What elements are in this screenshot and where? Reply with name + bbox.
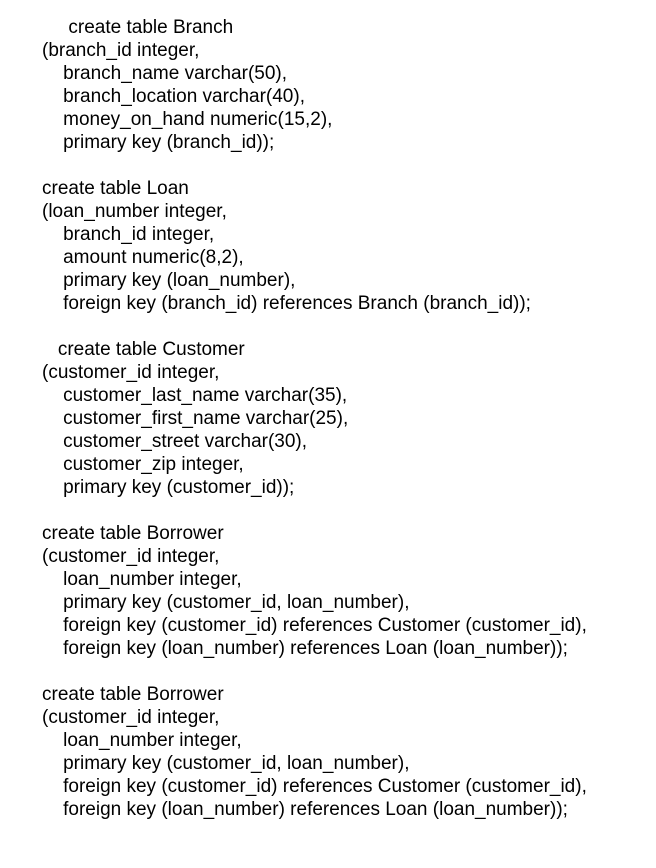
sql-line: (branch_id integer, <box>42 40 200 61</box>
sql-line: foreign key (branch_id) references Branc… <box>42 293 531 314</box>
sql-line: primary key (branch_id)); <box>42 132 275 153</box>
sql-block-create-loan: create table Loan (loan_number integer, … <box>42 177 656 315</box>
sql-line: primary key (customer_id, loan_number), <box>42 753 410 774</box>
sql-line: create table Borrower <box>42 523 224 544</box>
sql-line: branch_id integer, <box>42 224 215 245</box>
sql-line: foreign key (loan_number) references Loa… <box>42 638 568 659</box>
sql-line: create table Borrower <box>42 684 224 705</box>
sql-line: customer_last_name varchar(35), <box>42 385 348 406</box>
sql-line: foreign key (loan_number) references Loa… <box>42 799 568 820</box>
sql-line: foreign key (customer_id) references Cus… <box>42 776 587 797</box>
sql-line: (customer_id integer, <box>42 546 220 567</box>
sql-line: primary key (customer_id)); <box>42 477 295 498</box>
sql-line: create table Branch <box>42 17 234 38</box>
sql-line: branch_location varchar(40), <box>42 86 305 107</box>
sql-line: customer_first_name varchar(25), <box>42 408 349 429</box>
sql-block-create-branch: create table Branch (branch_id integer, … <box>42 16 656 154</box>
sql-document: create table Branch (branch_id integer, … <box>42 16 656 821</box>
sql-line: foreign key (customer_id) references Cus… <box>42 615 587 636</box>
sql-line: primary key (customer_id, loan_number), <box>42 592 410 613</box>
sql-block-create-customer: create table Customer (customer_id integ… <box>42 338 656 499</box>
sql-line: (customer_id integer, <box>42 362 220 383</box>
sql-line: money_on_hand numeric(15,2), <box>42 109 333 130</box>
sql-block-create-borrower: create table Borrower (customer_id integ… <box>42 522 656 660</box>
sql-line: amount numeric(8,2), <box>42 247 244 268</box>
sql-line: primary key (loan_number), <box>42 270 296 291</box>
sql-line: create table Customer <box>42 339 245 360</box>
sql-line: loan_number integer, <box>42 730 242 751</box>
sql-line: customer_zip integer, <box>42 454 244 475</box>
sql-line: branch_name varchar(50), <box>42 63 288 84</box>
sql-line: customer_street varchar(30), <box>42 431 308 452</box>
sql-line: loan_number integer, <box>42 569 242 590</box>
sql-block-create-borrower-duplicate: create table Borrower (customer_id integ… <box>42 683 656 821</box>
sql-line: (loan_number integer, <box>42 201 227 222</box>
sql-line: create table Loan <box>42 178 189 199</box>
sql-line: (customer_id integer, <box>42 707 220 728</box>
